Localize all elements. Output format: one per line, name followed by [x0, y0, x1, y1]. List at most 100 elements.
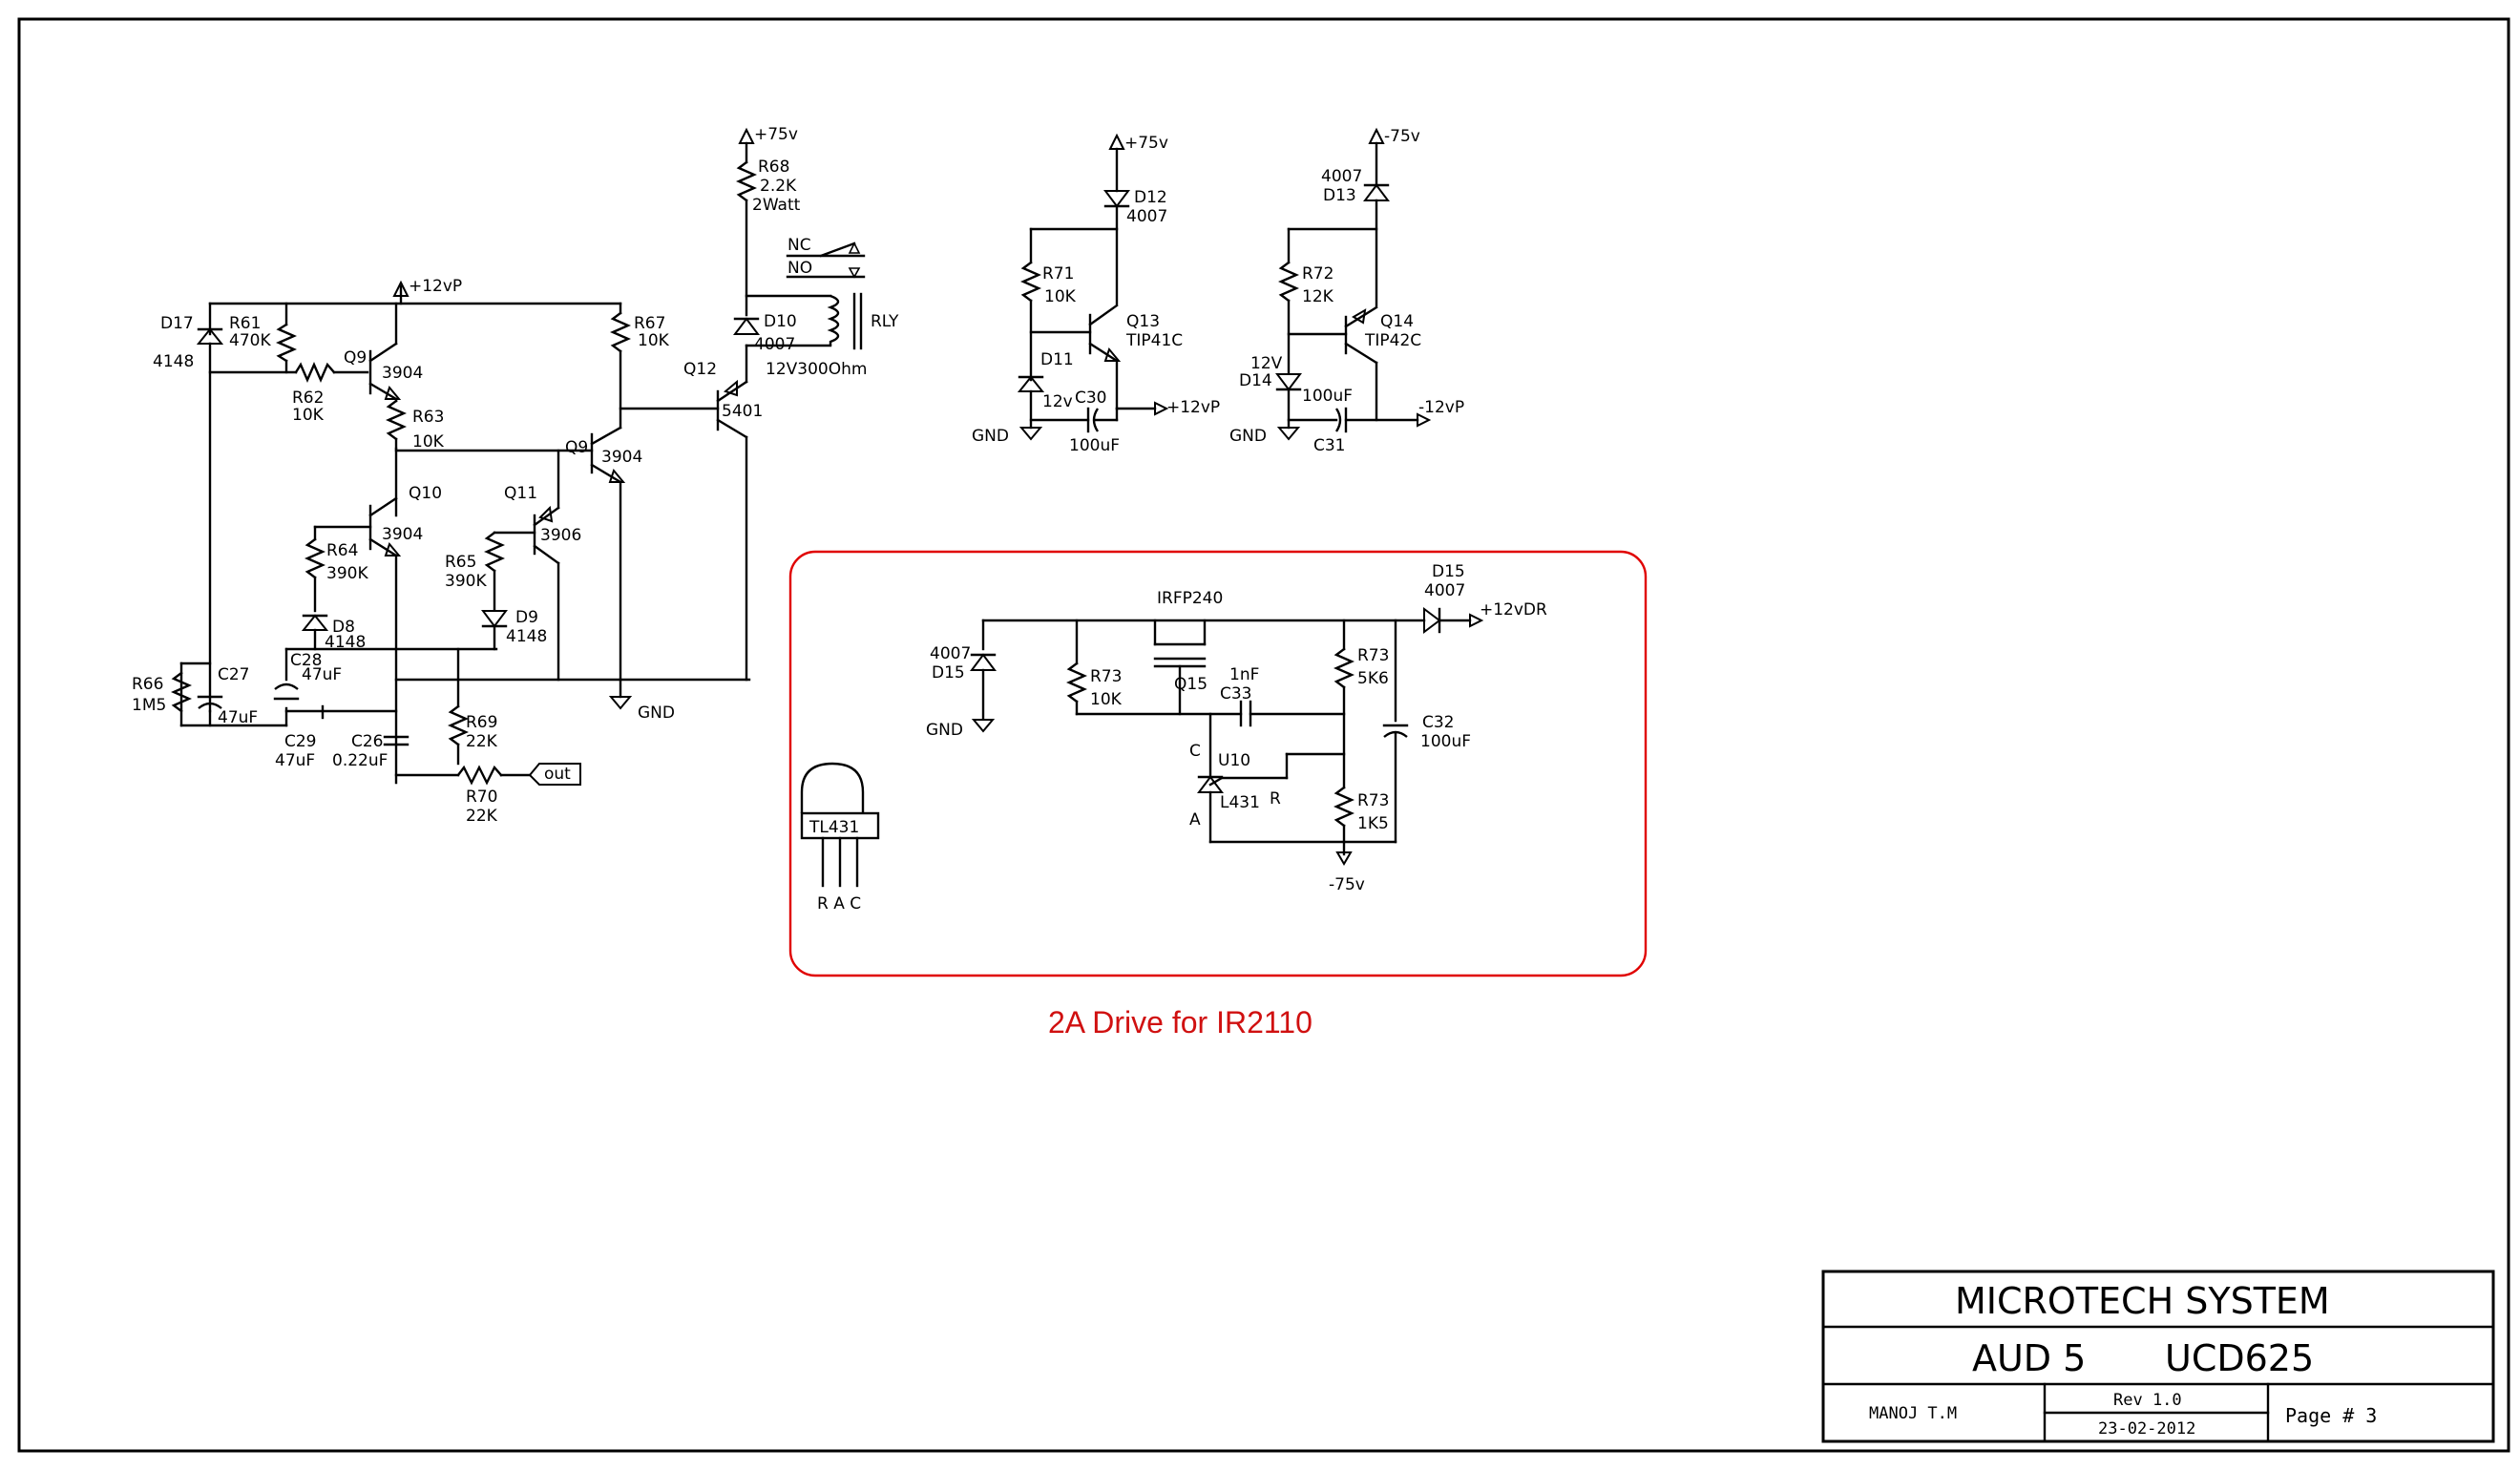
protection-circuit: +12vP D17 4148 R61 470K R62 10K Q9 3904 …: [132, 125, 899, 826]
u10-pin-c: C: [1189, 742, 1201, 761]
rail-p75-label-2: +75v: [1124, 134, 1168, 153]
drive-circuit: 4007 D15 GND R73 10K IRFP240 Q15 1nF C33…: [800, 562, 1547, 914]
u10-pin-a: A: [1189, 810, 1201, 830]
d15b-value: 4007: [1424, 581, 1465, 600]
d13-ref: D13: [1323, 186, 1356, 205]
q9b-value: 3904: [601, 448, 642, 467]
q14-value: TIP42C: [1364, 331, 1421, 350]
q15-ref: Q15: [1174, 675, 1208, 694]
c29-value: 47uF: [275, 751, 315, 770]
q12-ref: Q12: [683, 360, 717, 379]
c30-value: 100uF: [1069, 436, 1120, 455]
d12-ref: D12: [1134, 188, 1167, 207]
r62-value: 10K: [292, 406, 325, 425]
d9-value: 4148: [506, 627, 547, 646]
gnd-label-2: GND: [972, 427, 1009, 446]
rail-m75-label-2: -75v: [1329, 875, 1365, 894]
rail-m12vp-out: -12vP: [1418, 398, 1464, 417]
relay-no: NO: [788, 259, 812, 278]
d8-value: 4148: [325, 633, 366, 652]
r68-ref: R68: [758, 158, 789, 177]
rail-p12vp-label: +12vP: [409, 277, 462, 296]
d17-value: 4148: [153, 352, 194, 371]
rail-p75-label-1: +75v: [754, 125, 798, 144]
q11-ref: Q11: [504, 484, 537, 503]
c33-value: 1nF: [1229, 665, 1259, 684]
c26-ref: C26: [351, 732, 384, 751]
r66-value: 1M5: [132, 696, 166, 715]
r73a-value: 10K: [1090, 690, 1123, 709]
q12-value: 5401: [722, 402, 763, 421]
r72-value: 12K: [1302, 287, 1334, 306]
c31-value: 100uF: [1302, 387, 1353, 406]
d10-ref: D10: [764, 312, 797, 331]
rail-m75-label-1: -75v: [1384, 127, 1420, 146]
r67-ref: R67: [634, 314, 665, 333]
c32-value: 100uF: [1420, 732, 1471, 751]
q9a-value: 3904: [382, 364, 423, 383]
gnd-label-1: GND: [638, 704, 675, 723]
d17-ref: D17: [160, 314, 194, 333]
d14-value: 12V: [1250, 354, 1283, 373]
r66-ref: R66: [132, 675, 163, 694]
relay-name: RLY: [871, 312, 899, 331]
d8-ref: D8: [332, 618, 355, 637]
c27-value: 47uF: [218, 708, 258, 727]
r71-ref: R71: [1042, 264, 1074, 284]
d9-ref: D9: [515, 608, 538, 627]
rail-p12vp-out: +12vP: [1166, 398, 1220, 417]
d11-ref: D11: [1040, 350, 1074, 369]
r68-value: 2.2K: [760, 177, 797, 196]
r69-ref: R69: [466, 713, 497, 732]
revision: Rev 1.0: [2113, 1391, 2182, 1410]
gnd-label-3: GND: [1229, 427, 1267, 446]
r61-value: 470K: [229, 331, 271, 350]
date: 23-02-2012: [2098, 1419, 2195, 1438]
r61-ref: R61: [229, 314, 261, 333]
gnd-label-4: GND: [926, 721, 963, 740]
c28-ref: C28: [290, 651, 323, 670]
r73c-value: 1K5: [1357, 814, 1389, 833]
d14-ref: D14: [1239, 371, 1272, 390]
u10-pin-r: R: [1270, 789, 1281, 808]
d13-value: 4007: [1321, 167, 1362, 186]
q13-value: TIP41C: [1125, 331, 1183, 350]
r64-value: 390K: [326, 564, 368, 583]
r73c-ref: R73: [1357, 791, 1389, 810]
out-port-label: out: [544, 765, 571, 784]
d10-value: 4007: [754, 335, 795, 354]
u10-value: L431: [1220, 793, 1260, 812]
relay-coil: 12V300Ohm: [766, 360, 867, 379]
r70-value: 22K: [466, 807, 498, 826]
company-name: MICROTECH SYSTEM: [1955, 1280, 2330, 1322]
r69-value: 22K: [466, 732, 498, 751]
r72-ref: R72: [1302, 264, 1334, 284]
sheet-border: [17, 17, 2510, 1453]
r71-value: 10K: [1044, 287, 1077, 306]
c27-ref: C27: [218, 665, 250, 684]
q14-ref: Q14: [1380, 312, 1414, 331]
u10-ref: U10: [1218, 751, 1250, 770]
r67-value: 10K: [638, 331, 670, 350]
rail-p12vdr: +12vDR: [1480, 600, 1547, 620]
c29-ref: C29: [284, 732, 317, 751]
negative-regulator: -75v 4007 D13 R72 12K Q14 TIP42C 12V D14…: [1229, 127, 1464, 455]
r73a-ref: R73: [1090, 667, 1122, 686]
r68-rating: 2Watt: [752, 196, 801, 215]
c31-ref: C31: [1313, 436, 1346, 455]
r65-value: 390K: [445, 572, 487, 591]
r63-value: 10K: [412, 432, 445, 452]
board-name: UCD625: [2165, 1337, 2314, 1379]
q10-ref: Q10: [409, 484, 442, 503]
q9a-ref: Q9: [344, 348, 367, 368]
d15a-value: 4007: [930, 644, 971, 663]
d15b-ref: D15: [1432, 562, 1465, 581]
r64-ref: R64: [326, 541, 358, 560]
c28-value: 47uF: [302, 665, 342, 684]
author-name: MANOJ T.M: [1869, 1404, 1957, 1423]
d15a-ref: D15: [932, 663, 965, 682]
r73b-ref: R73: [1357, 646, 1389, 665]
q13-ref: Q13: [1126, 312, 1160, 331]
q10-value: 3904: [382, 525, 423, 544]
